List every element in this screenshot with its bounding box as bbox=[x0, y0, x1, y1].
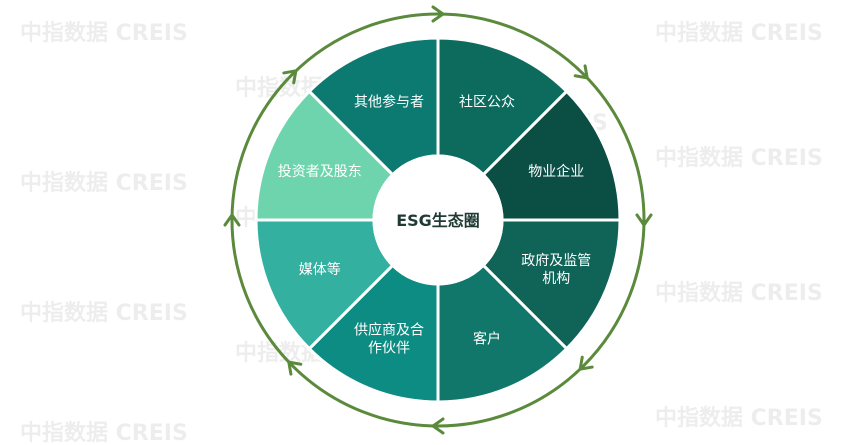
ring-arrow-icon bbox=[573, 64, 589, 80]
segment-label: 机构 bbox=[542, 271, 570, 287]
center-label: ESG生态圈 bbox=[396, 211, 480, 230]
watermark: 中指数据 CREIS bbox=[655, 405, 823, 431]
segment-label: 客户 bbox=[473, 330, 501, 347]
segment-label: 其他参与者 bbox=[354, 94, 424, 111]
ring-arrow-icon bbox=[431, 5, 445, 23]
watermark: 中指数据 CREIS bbox=[20, 420, 188, 445]
segment-label: 供应商及合 bbox=[354, 321, 424, 338]
segment-label: 政府及监管 bbox=[521, 253, 591, 269]
ring-arrow-icon bbox=[635, 213, 653, 227]
watermark: 中指数据 CREIS bbox=[20, 170, 188, 196]
segment-label: 媒体等 bbox=[299, 261, 341, 278]
ring-arrow-icon bbox=[223, 213, 241, 227]
segment-label: 物业企业 bbox=[528, 163, 584, 180]
watermark: 中指数据 CREIS bbox=[20, 20, 188, 46]
segment-label: 社区公众 bbox=[459, 95, 515, 111]
center-circle bbox=[372, 154, 504, 286]
ring-circle bbox=[230, 12, 646, 428]
ring-arrow-icon bbox=[282, 69, 298, 85]
ring-arrow-icon bbox=[431, 417, 445, 435]
segment-label: 投资者及股东 bbox=[278, 164, 362, 180]
watermark: 中指数据 CREIS bbox=[655, 20, 823, 46]
watermark: 中指数据 CREIS bbox=[655, 280, 823, 306]
outer-ring bbox=[223, 5, 653, 435]
ring-arrow-icon bbox=[578, 355, 594, 371]
segment-label: 作伙伴 bbox=[368, 340, 410, 356]
watermark: 中指数据 CREIS bbox=[20, 300, 188, 326]
watermark: 中指数据 CREIS bbox=[655, 145, 823, 171]
ring-arrow-icon bbox=[287, 360, 303, 376]
